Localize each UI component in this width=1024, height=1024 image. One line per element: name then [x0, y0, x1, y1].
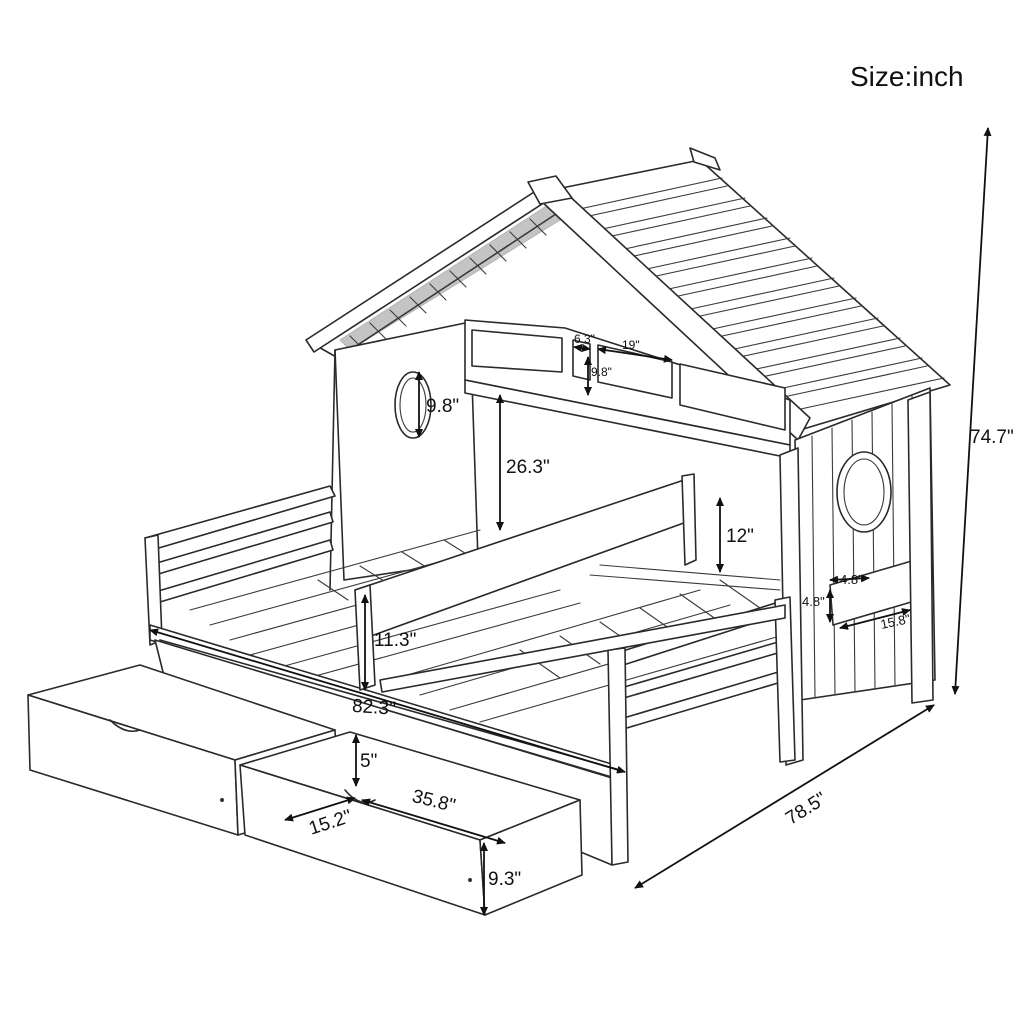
drawer-height-label: 9.3" — [488, 869, 521, 890]
side-shelf-height-label: 4.8" — [802, 594, 825, 609]
dimension-lines — [149, 127, 992, 916]
guardrail-side-height-label: 11.3" — [374, 630, 416, 651]
shelf-height-label: 9.8" — [591, 365, 612, 379]
bed-width-label: 82.3" — [351, 696, 396, 720]
side-shelf-length-label: 15.8" — [879, 611, 912, 632]
window-diameter-label: 9.8" — [426, 396, 459, 417]
left-headboard — [329, 321, 479, 591]
units-title: Size:inch — [850, 61, 964, 92]
side-shelf-width-label: 4.8" — [840, 572, 863, 587]
headboard-clearance-label: 26.3" — [506, 457, 550, 478]
drawer-inner-height-label: 5" — [360, 751, 377, 772]
left-roof — [305, 182, 566, 359]
total-height-label: 74.7" — [970, 427, 1014, 448]
bed-length-label: 78.5" — [782, 789, 830, 830]
guardrail-top-height-label: 12" — [726, 526, 754, 547]
right-roof — [527, 147, 951, 441]
shelf-large-width-label: 19" — [622, 338, 640, 352]
top-shelf — [464, 319, 791, 459]
shelf-small-width-label: 6.3" — [574, 332, 595, 346]
